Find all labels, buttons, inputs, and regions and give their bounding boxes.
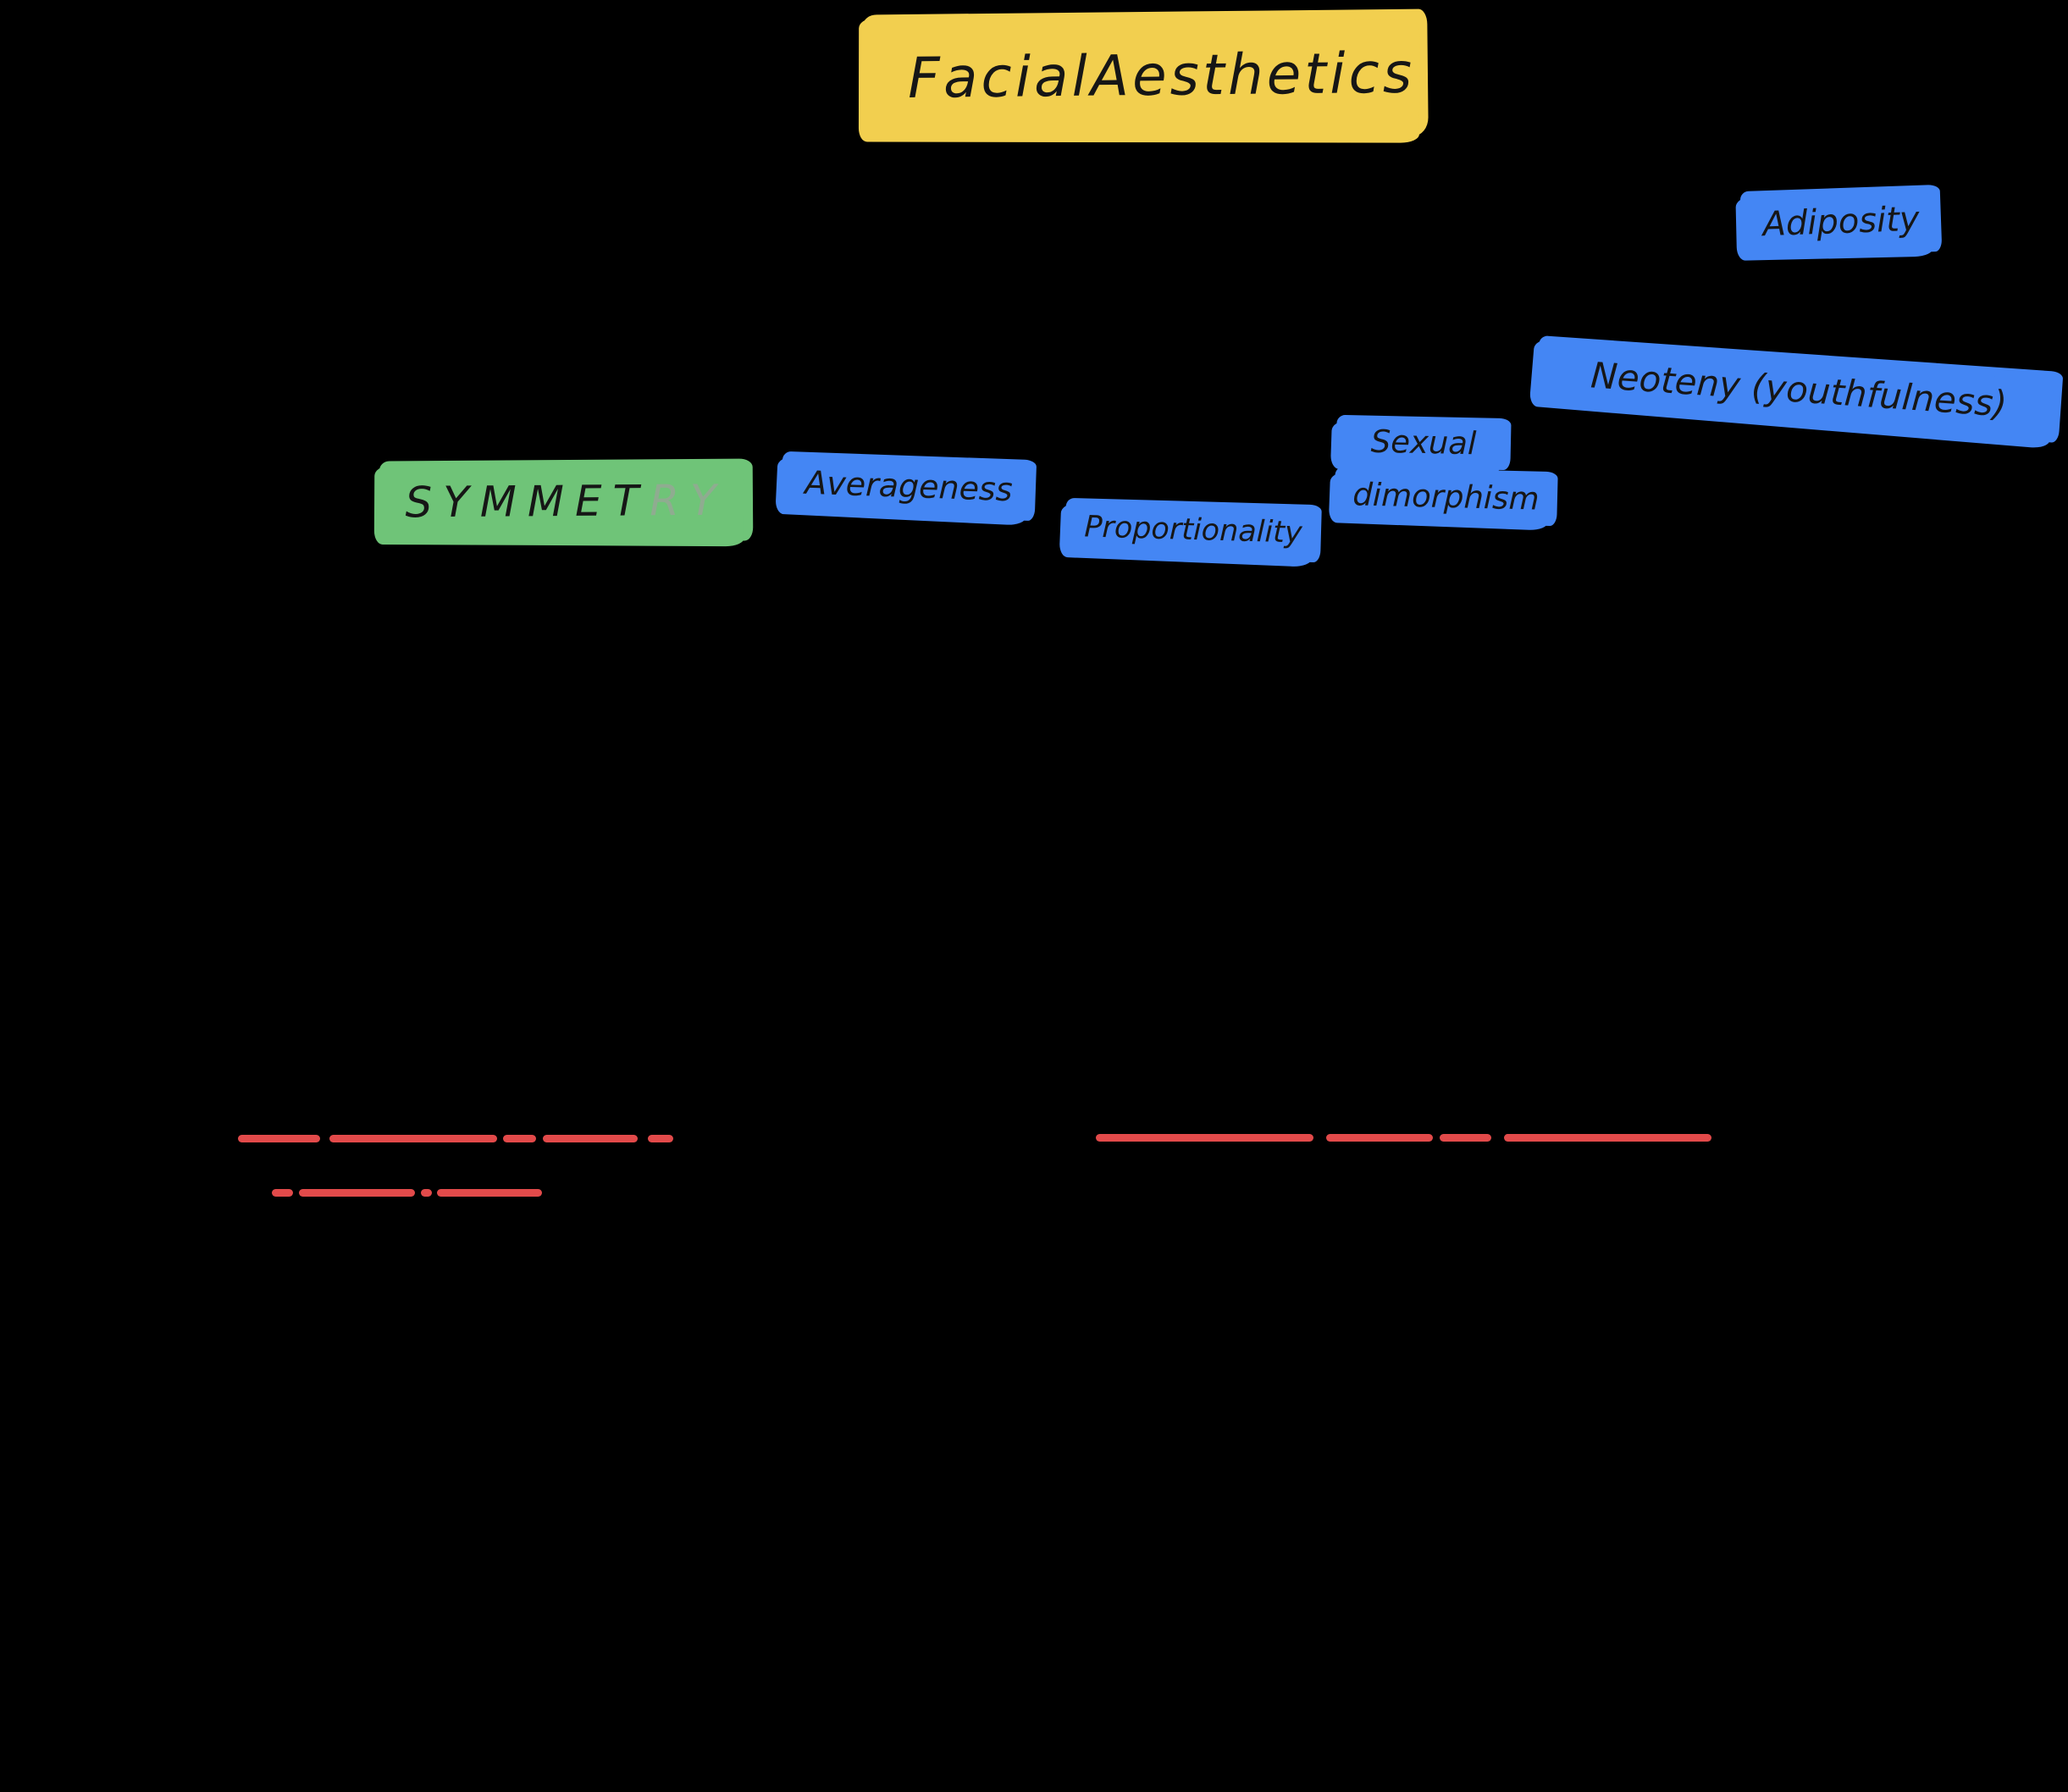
adiposity-text: Adiposity xyxy=(1761,199,1921,244)
red-underline-segment xyxy=(238,1135,320,1142)
red-underline-segment xyxy=(543,1135,638,1142)
red-underline-segment xyxy=(503,1135,536,1142)
label-adiposity: Adiposity xyxy=(1739,184,1943,259)
neoteny-text: Neoteny (youthfulness) xyxy=(1589,353,2009,425)
red-underline-segment xyxy=(1440,1134,1491,1142)
proportionality-text: Proportionality xyxy=(1083,510,1303,550)
symmetry-text-dark: SYMMET xyxy=(405,475,650,527)
dimorphism-text: dimorphism xyxy=(1352,475,1540,517)
red-underline-segment xyxy=(299,1189,415,1197)
label-averageness: Averageness xyxy=(780,451,1037,522)
symmetry-text-faded: RY xyxy=(649,475,727,525)
red-underline-segment xyxy=(1096,1134,1313,1142)
red-underline-segment xyxy=(1504,1134,1711,1142)
averageness-text: Averageness xyxy=(804,463,1014,509)
label-neoteny: Neoteny (youthfulness) xyxy=(1534,335,2064,444)
page-title-word-aesthetics: Aesthetics xyxy=(1090,40,1416,109)
red-underline-segment xyxy=(1326,1134,1433,1142)
red-underline-segment xyxy=(272,1189,293,1197)
red-underline-segment xyxy=(421,1189,432,1197)
red-underline-segment xyxy=(437,1189,542,1197)
red-underline-segment xyxy=(648,1135,673,1142)
label-proportionality: Proportionality xyxy=(1064,497,1322,563)
red-underline-segment xyxy=(329,1135,497,1142)
sexual-text: Sexual xyxy=(1370,423,1477,462)
label-sexual-dimorphism-line2: dimorphism xyxy=(1334,466,1558,527)
page-title-word-facial: Facial xyxy=(907,43,1092,111)
label-sexual-dimorphism-line1: Sexual xyxy=(1335,414,1512,471)
title-highlight: Facial Aesthetics xyxy=(863,8,1429,142)
